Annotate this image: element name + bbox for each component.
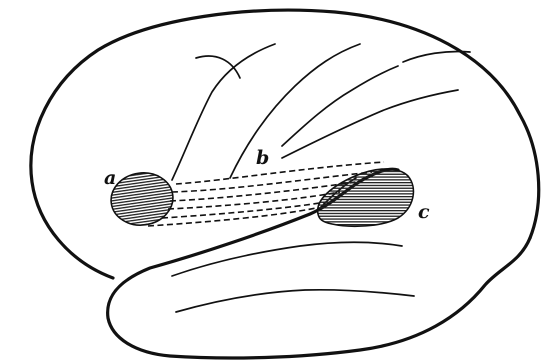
label-b: b	[256, 147, 269, 169]
label-c: c	[418, 201, 430, 223]
temporal-sulcus-1	[172, 242, 402, 276]
region-c	[318, 169, 414, 226]
region-a	[108, 169, 177, 229]
fiber-line-4	[168, 192, 340, 209]
label-a: a	[104, 167, 116, 189]
sulcus-4	[282, 66, 398, 146]
sulcus-2	[196, 56, 240, 78]
sulcus-5	[282, 90, 458, 158]
sulcus-3	[230, 44, 360, 178]
temporal-sulcus-2	[176, 290, 414, 312]
sulcus-6	[403, 51, 470, 62]
